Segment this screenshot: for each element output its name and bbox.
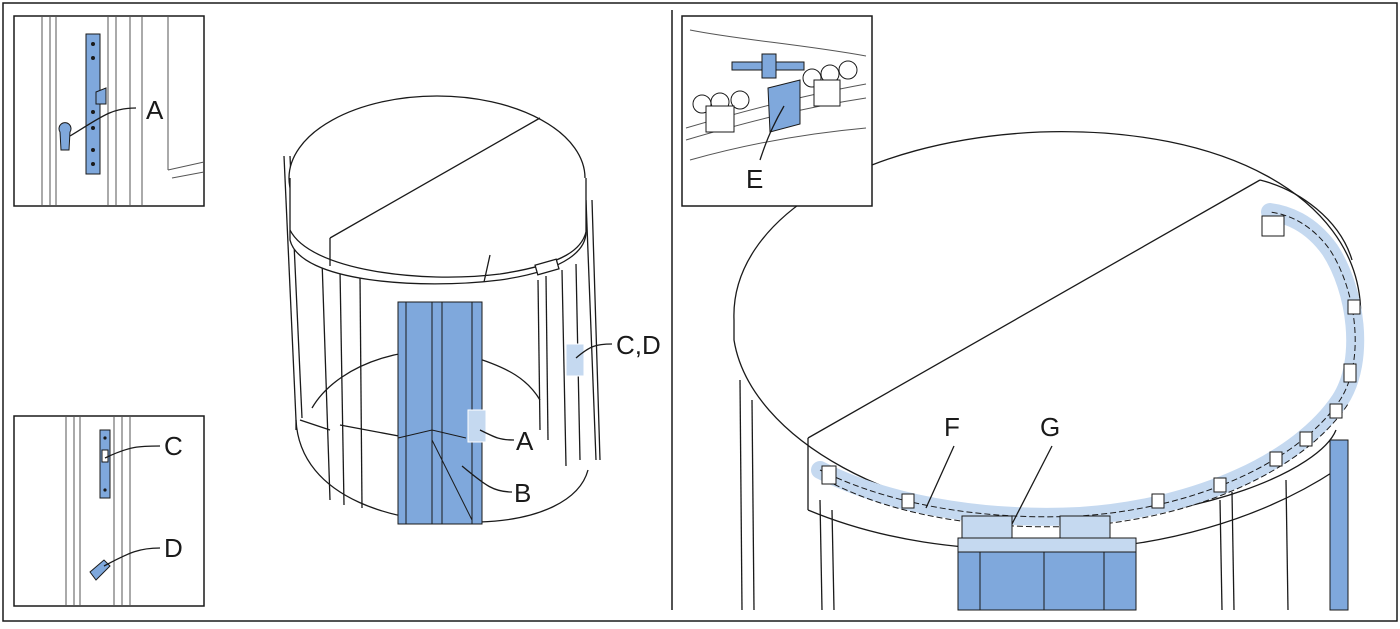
key-cylinder [58, 122, 72, 151]
label-cd-main: C,D [616, 330, 661, 360]
label-a-main: A [516, 426, 534, 456]
label-d-detail: D [164, 533, 183, 563]
door-wing-highlight [397, 301, 585, 525]
curved-track [811, 203, 1365, 553]
roller-set [692, 60, 858, 133]
leader-lines-left [461, 343, 613, 493]
label-b-main: B [514, 478, 531, 508]
detail-box-e: E [681, 15, 873, 207]
leader-lines-right [925, 445, 1053, 525]
detail-box-cd: C D [13, 415, 205, 607]
right-door-wing-highlight [957, 439, 1349, 611]
label-c-detail: C [164, 431, 183, 461]
label-g-main: G [1040, 412, 1060, 442]
roller-carriage [957, 515, 1137, 553]
revolving-door-overview [283, 95, 601, 524]
strike-plate [99, 429, 111, 499]
detail-box-a: A [13, 15, 205, 207]
label-a-detail: A [146, 95, 164, 125]
label-f-main: F [944, 412, 960, 442]
label-e-detail: E [746, 164, 763, 194]
